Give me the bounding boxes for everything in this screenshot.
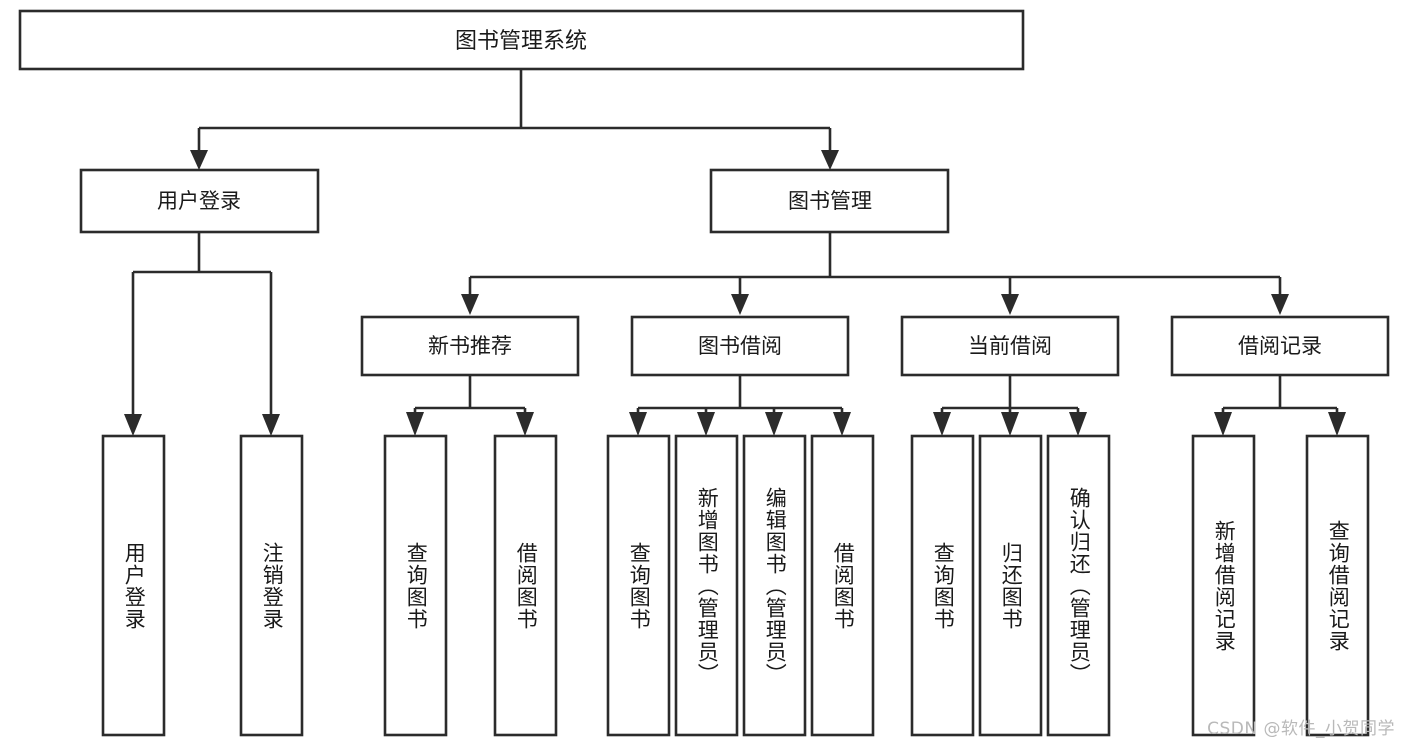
node-book-management[interactable]: 图书管理: [709, 168, 950, 234]
node-user-login-label: 用户登录: [157, 189, 241, 213]
leaf-box-query-book-2[interactable]: [606, 434, 671, 737]
leaf-box-add-book[interactable]: [674, 434, 739, 737]
node-root-label: 图书管理系统: [455, 29, 587, 54]
node-borrow-record-box[interactable]: [1170, 315, 1390, 377]
arrow-head-icon-leaf-user-login: [124, 414, 142, 436]
arrow-head-icon-book-mgmt: [821, 150, 839, 170]
arrow-head-icon-g2-leaf2: [697, 412, 715, 436]
node-book-management-box[interactable]: [709, 168, 950, 234]
node-user-login[interactable]: 用户登录: [79, 168, 320, 234]
node-book-borrow[interactable]: 图书借阅: [630, 315, 850, 377]
leaf-box-borrow-book-1[interactable]: [493, 434, 558, 737]
arrow-head-icon-new-book-rec: [461, 294, 479, 315]
leaf-box-query-book-3[interactable]: [910, 434, 975, 737]
csdn-watermark: CSDN @软件_小贺同学: [1207, 719, 1395, 739]
leaf-box-group: [101, 434, 1370, 737]
node-book-management-label: 图书管理: [788, 189, 872, 213]
arrow-head-icon-g1-leaf2: [516, 412, 534, 436]
arrow-head-icon-g2-leaf4: [833, 412, 851, 436]
leaf-box-return-book[interactable]: [978, 434, 1043, 737]
arrow-head-icon-g2-leaf1: [629, 412, 647, 436]
node-user-login-box[interactable]: [79, 168, 320, 234]
arrow-head-icon-g3-leaf3: [1069, 412, 1087, 436]
node-new-book-recommend-label: 新书推荐: [428, 334, 512, 358]
arrow-head-icon-user-login: [190, 150, 208, 170]
node-root[interactable]: 图书管理系统: [18, 9, 1025, 71]
arrow-head-icon-g4-leaf1: [1214, 412, 1232, 436]
leaf-box-borrow-book-2[interactable]: [810, 434, 875, 737]
leaf-box-add-borrow-record[interactable]: [1191, 434, 1256, 737]
arrow-head-icon-current-borrow: [1001, 294, 1019, 315]
node-book-borrow-box[interactable]: [630, 315, 850, 377]
node-new-book-recommend[interactable]: 新书推荐: [360, 315, 580, 377]
leaf-box-edit-book[interactable]: [742, 434, 807, 737]
node-root-box[interactable]: [18, 9, 1025, 71]
arrow-head-icon-g3-leaf1: [933, 412, 951, 436]
leaf-box-user-login[interactable]: [101, 434, 166, 737]
node-new-book-recommend-box[interactable]: [360, 315, 580, 377]
node-borrow-record-label: 借阅记录: [1238, 334, 1322, 358]
arrow-head-icon-g3-leaf2: [1001, 412, 1019, 436]
connector-group: [124, 69, 1346, 436]
arrow-head-icon-g4-leaf2: [1328, 412, 1346, 436]
arrow-head-icon-g2-leaf3: [765, 412, 783, 436]
node-current-borrow-label: 当前借阅: [968, 334, 1052, 358]
leaf-box-query-book-1[interactable]: [383, 434, 448, 737]
node-current-borrow[interactable]: 当前借阅: [900, 315, 1120, 377]
arrow-head-icon-borrow-record: [1271, 294, 1289, 315]
leaf-box-logout[interactable]: [239, 434, 304, 737]
leaf-box-query-borrow-record[interactable]: [1305, 434, 1370, 737]
arrow-head-icon-leaf-logout: [262, 414, 280, 436]
node-current-borrow-box[interactable]: [900, 315, 1120, 377]
node-borrow-record[interactable]: 借阅记录: [1170, 315, 1390, 377]
arrow-head-icon-g1-leaf1: [406, 412, 424, 436]
arrow-head-icon-book-borrow: [731, 294, 749, 315]
node-book-borrow-label: 图书借阅: [698, 334, 782, 358]
leaf-box-confirm-return[interactable]: [1046, 434, 1111, 737]
